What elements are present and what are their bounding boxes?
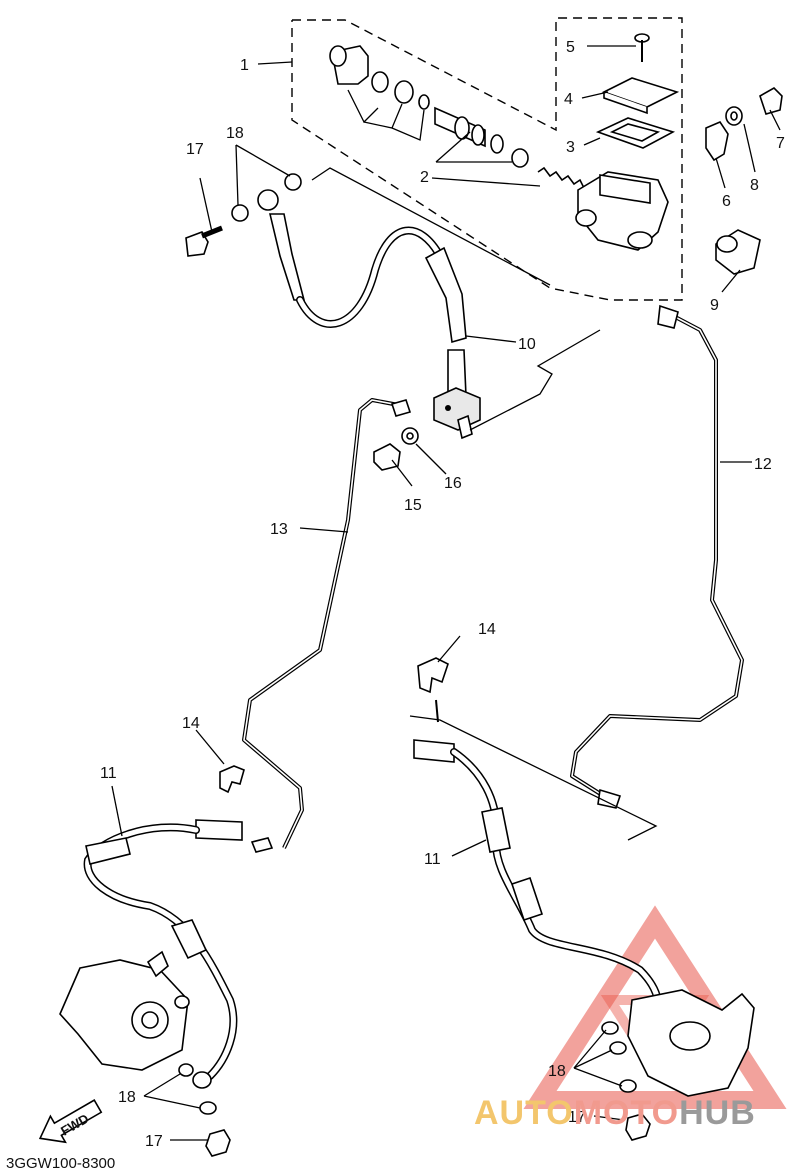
callout-labels: 1 2 3 4 5 6 7 8 9 10 11 11 12 13 14 14 1…	[100, 39, 785, 1150]
label-part-15: 15	[404, 497, 422, 514]
reservoir-cap	[601, 77, 680, 115]
three-way-joint	[433, 387, 481, 440]
hose-clip-right	[417, 657, 449, 723]
brake-pipe-right	[570, 304, 744, 809]
brake-hose-upper	[257, 189, 467, 397]
master-cylinder-body	[575, 171, 669, 251]
label-part-18-upper: 18	[226, 125, 244, 142]
watermark-moto: MOTO	[574, 1094, 679, 1132]
label-part-18-lower-right: 18	[548, 1063, 566, 1080]
union-bolt-lower-left	[178, 1063, 231, 1157]
label-part-10: 10	[518, 336, 536, 353]
assembly-guide-lines	[311, 167, 658, 841]
label-part-17-lower-right: 17	[568, 1109, 586, 1126]
label-part-3: 3	[566, 139, 575, 156]
label-part-14-left: 14	[182, 715, 200, 732]
forward-direction-arrow: FWD	[38, 1099, 103, 1144]
label-part-16: 16	[444, 475, 462, 492]
joint-bolt	[373, 443, 401, 471]
master-cylinder-piston-kit	[329, 45, 585, 189]
label-part-4: 4	[564, 91, 573, 108]
label-part-17-lower-left: 17	[145, 1133, 163, 1150]
copper-washer-upper	[231, 173, 302, 222]
label-part-17-upper: 17	[186, 141, 204, 158]
hose-clip-left	[219, 765, 245, 794]
master-cylinder-holder	[705, 121, 729, 162]
brake-caliper-right	[601, 989, 755, 1141]
label-part-5: 5	[566, 39, 575, 56]
watermark-text: AUTOMOTOHUB	[474, 1094, 756, 1132]
label-part-11-left: 11	[100, 765, 117, 782]
cap-screw	[634, 33, 650, 62]
label-part-18-lower-left: 18	[118, 1089, 136, 1106]
label-part-8: 8	[750, 177, 759, 194]
brake-hose-lower-left	[83, 819, 274, 1089]
holder-washer	[725, 106, 743, 126]
label-part-2: 2	[420, 169, 429, 186]
diagram-code: 3GGW100-8300	[6, 1155, 115, 1172]
label-part-11-right: 11	[424, 851, 441, 868]
label-part-7: 7	[776, 135, 785, 152]
lever-boot	[715, 229, 761, 275]
label-part-1: 1	[240, 57, 249, 74]
label-part-14-right: 14	[478, 621, 496, 638]
label-part-9: 9	[710, 297, 719, 314]
callout-leader-lines	[111, 45, 781, 1141]
holder-bolt	[759, 87, 783, 115]
svg-text:AUTOMOTOHUB: AUTOMOTOHUB	[474, 1094, 756, 1132]
label-part-12: 12	[754, 456, 772, 473]
union-bolt-upper	[185, 225, 223, 257]
reservoir-diaphragm	[595, 117, 676, 149]
brake-hose-lower-right	[413, 739, 663, 1034]
master-cylinder-assembly-outline	[291, 17, 683, 301]
watermark-auto: AUTO	[474, 1094, 574, 1132]
joint-washer	[401, 427, 419, 445]
watermark-hub: HUB	[679, 1094, 756, 1132]
brake-caliper-left	[59, 950, 190, 1071]
label-part-13: 13	[270, 521, 288, 538]
label-part-6: 6	[722, 193, 731, 210]
brake-pipe-left	[242, 398, 412, 849]
